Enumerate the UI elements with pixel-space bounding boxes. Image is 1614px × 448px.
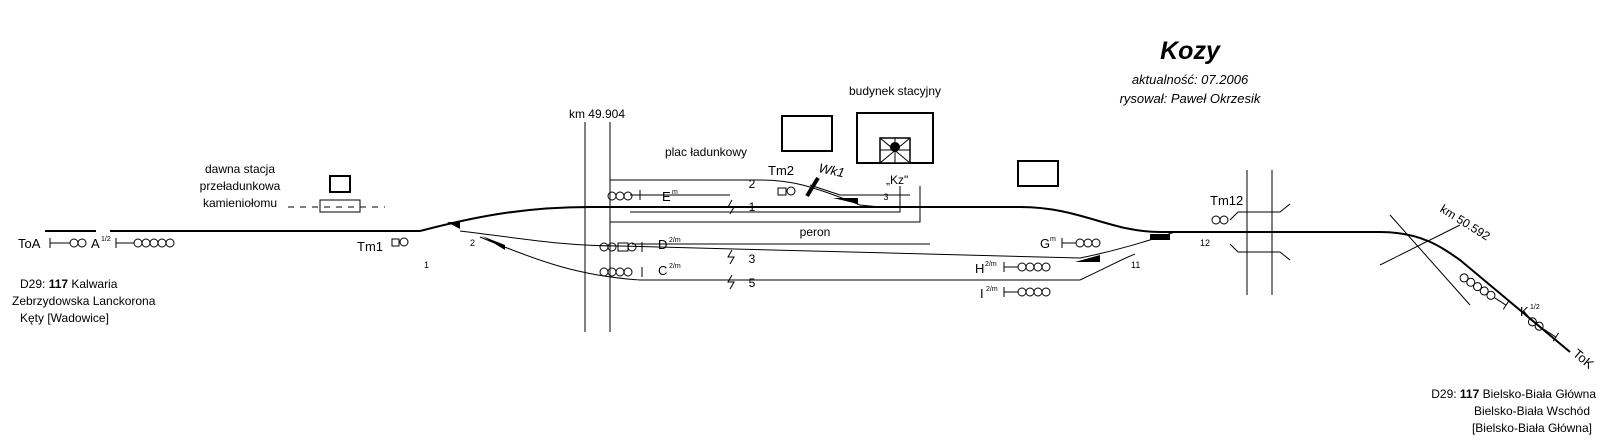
track-number-3-kz: 3: [883, 192, 888, 202]
svg-text:Tm2: Tm2: [768, 163, 794, 178]
svg-text:m: m: [1050, 236, 1056, 243]
level-crossing: [1229, 170, 1471, 306]
track-number-2: 2: [749, 177, 756, 191]
svg-text:C: C: [658, 263, 667, 278]
svg-text:Wk1: Wk1: [817, 160, 846, 180]
side-tracks: [459, 179, 1176, 281]
old-station-label-2: przeładunkowa: [200, 179, 281, 193]
platform-label: peron: [800, 225, 831, 239]
station-title: Kozy: [1160, 37, 1221, 65]
svg-text:ToK: ToK: [1570, 346, 1597, 372]
isolation-marks: [727, 199, 735, 290]
route-west-line-3: Kęty [Wadowice]: [20, 311, 109, 325]
outbuilding: [1017, 160, 1059, 187]
svg-text:D: D: [658, 237, 667, 252]
route-east-line-2: Bielsko-Biała Wschód: [1474, 404, 1590, 418]
svg-text:K: K: [1520, 304, 1529, 319]
svg-text:I: I: [980, 286, 984, 301]
svg-text:ToA: ToA: [18, 236, 41, 251]
author-credit: rysował: Paweł Okrzesik: [1120, 91, 1262, 106]
km-marker-east: km 50.592: [1438, 202, 1493, 244]
svg-text:Tm1: Tm1: [357, 239, 383, 254]
signal-wk1: Wk1: [805, 160, 846, 198]
signal-d: D 2/m: [599, 237, 681, 252]
signal-tm1: Tm1: [357, 237, 409, 254]
route-west-line-1: D29: 117 Kalwaria: [20, 277, 118, 291]
svg-text:1/2: 1/2: [101, 236, 111, 243]
switch-blades: [447, 198, 1170, 262]
km-post-west-lines: [584, 122, 611, 332]
loading-yard-label: plac ładunkowy: [665, 145, 747, 159]
switch-number-11: 11: [1131, 260, 1140, 270]
old-station-label-1: dawna stacja: [205, 162, 275, 176]
old-station-label-3: kamieniołomu: [203, 196, 277, 210]
km-marker-west: km 49.904: [569, 107, 625, 121]
station-building-label: budynek stacyjny: [849, 84, 941, 98]
svg-text:G: G: [1040, 236, 1050, 251]
signal-g: G m: [1040, 236, 1101, 251]
signal-h: H 2/m: [975, 261, 1051, 276]
main-track: [45, 206, 1571, 353]
track-number-5: 5: [749, 276, 756, 290]
route-east-line-1: D29: 117 Bielsko-Biała Główna: [1431, 387, 1596, 401]
signal-k: K 1/2: [1459, 273, 1540, 319]
signal-tm2: Tm2: [768, 163, 796, 196]
svg-text:A: A: [91, 236, 100, 251]
svg-text:2/m: 2/m: [669, 263, 681, 270]
signal-a: A 1/2: [91, 236, 175, 251]
svg-text:2/m: 2/m: [986, 286, 998, 293]
svg-text:Tm12: Tm12: [1210, 193, 1243, 208]
signal-kz: „Kz": [886, 173, 908, 187]
warehouse-building: [781, 115, 833, 152]
bell-icon: [890, 142, 900, 152]
track-number-1: 1: [749, 200, 756, 214]
svg-text:m: m: [672, 189, 678, 196]
update-date: aktualność: 07.2006: [1132, 72, 1249, 87]
svg-text:2/m: 2/m: [985, 261, 997, 268]
svg-text:E: E: [662, 189, 671, 204]
svg-text:H: H: [975, 261, 984, 276]
old-station-platform: [319, 199, 361, 213]
signal-i: I 2/m: [980, 286, 1051, 301]
route-west-line-2: Zebrzydowska Lanckorona: [12, 294, 156, 308]
switch-number-1: 1: [424, 260, 429, 270]
signal-e: E m: [607, 189, 678, 204]
signal-c: C 2/m: [599, 263, 681, 278]
svg-text:1/2: 1/2: [1530, 304, 1540, 311]
switch-number-2: 2: [470, 238, 475, 248]
old-station-building: [329, 175, 351, 193]
svg-text:2/m: 2/m: [669, 237, 681, 244]
switch-number-12: 12: [1200, 238, 1210, 248]
route-east-line-3: [Bielsko-Biała Główna]: [1472, 421, 1592, 435]
signal-tm12: Tm12: [1210, 193, 1243, 225]
signal-toa: ToA: [18, 236, 87, 251]
track-number-3: 3: [749, 252, 756, 266]
